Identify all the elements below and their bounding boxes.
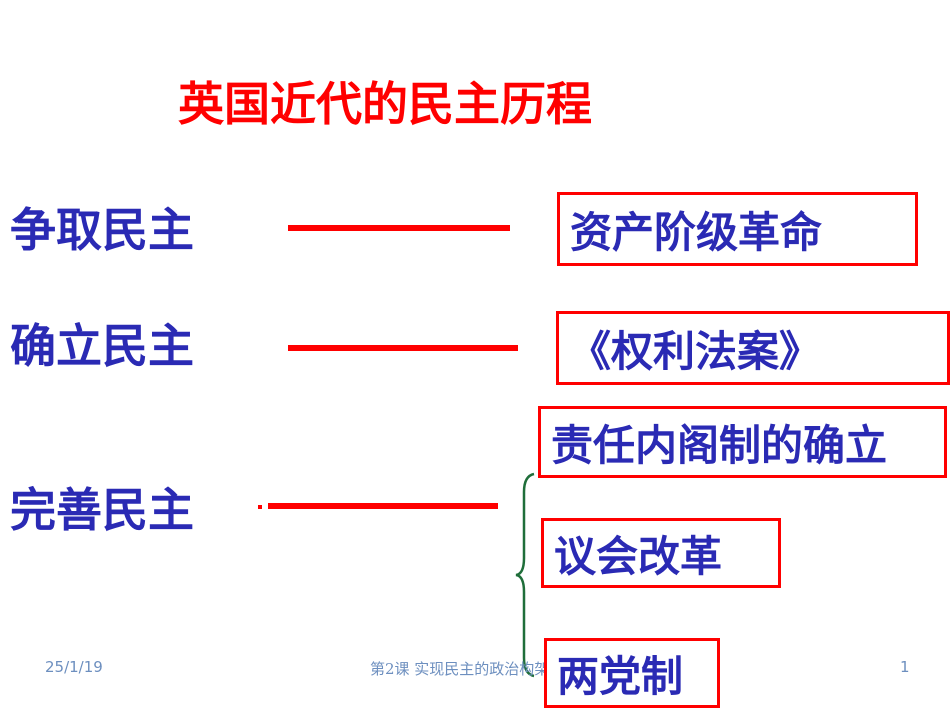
result-text-3a: 责任内阁制的确立 [551, 420, 888, 470]
connector-line-2 [288, 345, 518, 351]
result-box-3b: 议会改革 [541, 518, 781, 588]
result-box-3a: 责任内阁制的确立 [538, 406, 947, 478]
footer-page-number: 1 [900, 658, 910, 676]
result-box-3c: 两党制 [544, 638, 720, 708]
result-box-1: 资产阶级革命 [557, 192, 918, 266]
brace-icon [515, 472, 535, 678]
stage-label-2: 确立民主 [10, 319, 194, 373]
stage-label-3: 完善民主 [10, 483, 194, 537]
stage-label-1: 争取民主 [10, 203, 194, 257]
connector-dot [258, 505, 262, 509]
connector-line-1 [288, 225, 510, 231]
result-text-3b: 议会改革 [554, 531, 723, 581]
result-text-2: 《权利法案》 [569, 326, 822, 376]
result-box-2: 《权利法案》 [556, 311, 950, 385]
result-text-3c: 两党制 [557, 651, 684, 701]
slide-title: 英国近代的民主历程 [178, 77, 592, 131]
result-text-1: 资产阶级革命 [570, 207, 823, 257]
connector-line-3 [268, 503, 498, 509]
footer-date: 25/1/19 [45, 658, 103, 676]
footer-center: 第2课 实现民主的政治构架 [370, 660, 550, 678]
